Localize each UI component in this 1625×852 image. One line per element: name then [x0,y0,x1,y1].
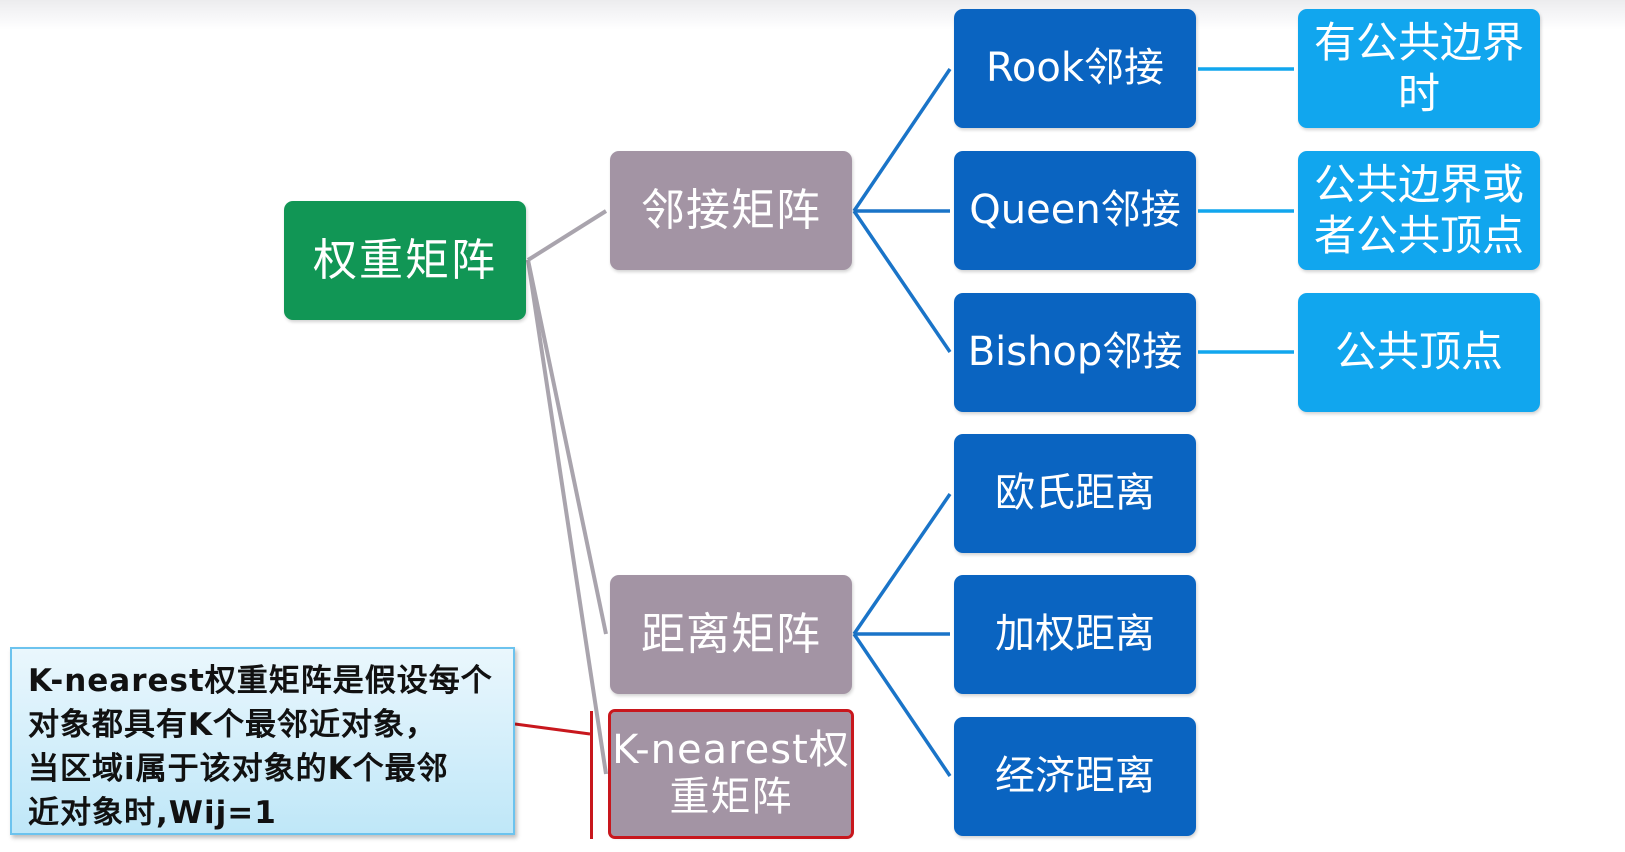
root-node-label: 权重矩阵 [313,234,497,286]
node-rook-cjk: 邻接 [1084,44,1165,91]
node-economic-distance: 经济距离 [954,717,1196,836]
connector-root-knn [526,259,608,775]
node-bishop-cjk: 邻接 [1102,328,1183,375]
node-weighted-distance: 加权距离 [954,575,1196,694]
connector-root-distance [526,259,608,635]
node-distance-matrix-label: 距离矩阵 [641,608,821,660]
node-knn-label-line-1: K-nearest权 [612,726,850,773]
connector-distance-economic [852,633,952,777]
connector-adjacency-bishop [852,210,952,353]
node-knn-weight-matrix: K-nearest权 重矩阵 [608,709,854,839]
node-queen-latin: Queen [969,186,1101,233]
node-bishop-adjacency: Bishop邻接 [954,293,1196,412]
node-adjacency-matrix: 邻接矩阵 [610,151,852,270]
desc-rook-line-2: 时 [1397,68,1440,118]
node-rook-latin: Rook [985,44,1085,91]
node-adjacency-matrix-label: 邻接矩阵 [641,184,821,236]
desc-bishop: 公共顶点 [1298,293,1540,412]
node-economic-distance-label: 经济距离 [995,752,1155,799]
connector-root-adjacency [526,209,608,262]
node-rook-adjacency: Rook邻接 [954,9,1196,128]
desc-bishop-line-1: 公共顶点 [1334,327,1503,377]
node-queen-cjk: 邻接 [1100,186,1181,233]
node-queen-adjacency: Queen邻接 [954,151,1196,270]
connector-adjacency-rook [852,68,952,212]
desc-queen-line-2: 者公共顶点 [1313,210,1524,260]
desc-queen: 公共边界或 者公共顶点 [1298,151,1540,270]
root-node-weight-matrix: 权重矩阵 [284,201,526,320]
node-knn-label-line-2: 重矩阵 [669,774,793,820]
node-euclidean-distance: 欧氏距离 [954,434,1196,553]
highlight-bracket [590,711,593,839]
desc-rook-line-1: 有公共边界 [1313,18,1524,68]
node-euclidean-distance-label: 欧氏距离 [995,469,1155,516]
node-distance-matrix: 距离矩阵 [610,575,852,694]
callout-pointer-line [514,722,591,736]
callout-text: K-nearest权重矩阵是假设每个 对象都具有K个最邻近对象， 当区域i属于该… [28,663,493,831]
node-weighted-distance-label: 加权距离 [995,610,1155,657]
connector-distance-euclid [852,493,952,635]
desc-queen-line-1: 公共边界或 [1313,160,1524,210]
desc-rook: 有公共边界 时 [1298,9,1540,128]
node-bishop-latin: Bishop [967,328,1103,375]
knn-explanation-callout: K-nearest权重矩阵是假设每个 对象都具有K个最邻近对象， 当区域i属于该… [10,647,515,835]
